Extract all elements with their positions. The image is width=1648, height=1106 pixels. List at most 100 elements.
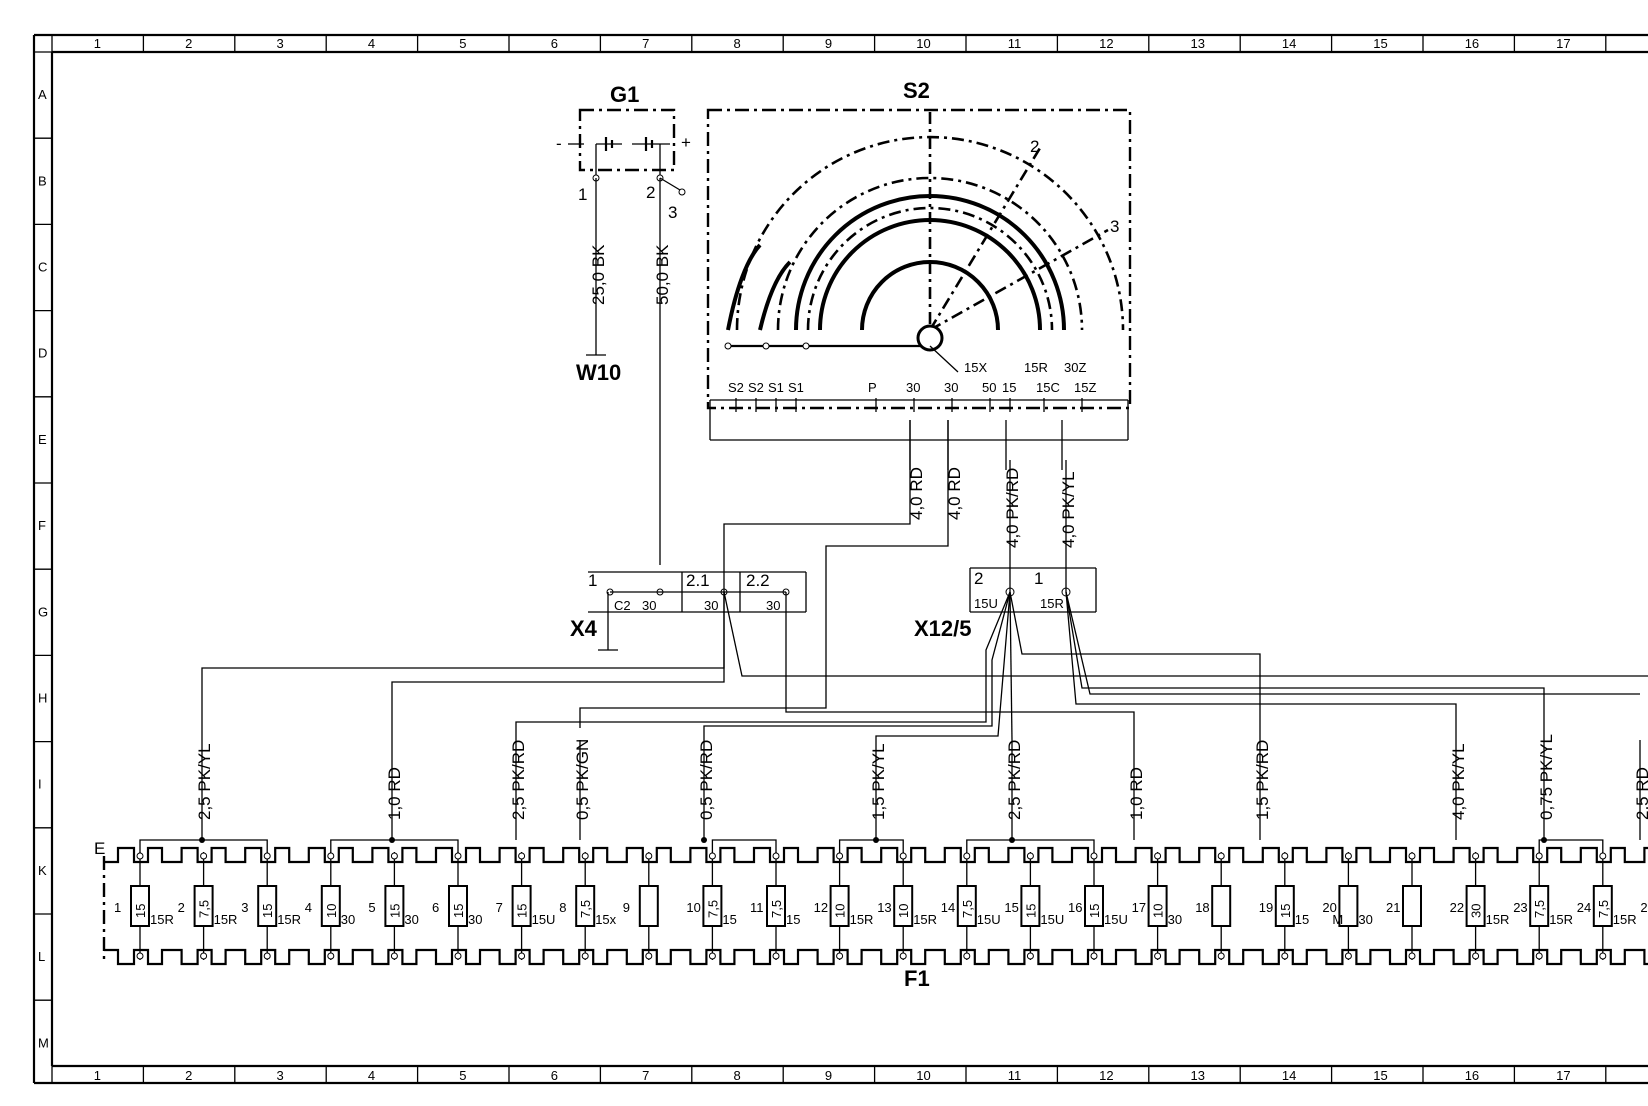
fuse-amp: 10 [1151,904,1166,918]
s2-terminal-top: 15R [1024,360,1048,375]
g1-pin-3: 3 [668,203,677,222]
fuse-terminal: 15 [786,912,800,927]
s2-terminal: 30 [906,380,920,395]
grid-col-bottom: 15 [1373,1068,1387,1083]
fuse-number: 24 [1577,900,1591,915]
grid-row: B [38,173,47,188]
fuse: 2520 [1640,900,1648,915]
fuse-terminal: 15R [850,912,874,927]
grid-col-top: 2 [185,36,192,51]
s2-terminal: P [868,380,877,395]
fuse-amp: 15 [1023,904,1038,918]
g1-plus: + [681,133,691,152]
g1-label: G1 [610,82,639,107]
g1-pin-1: 1 [578,185,587,204]
grid-col-top: 1 [94,36,101,51]
fuse-terminal: 15R [1549,912,1573,927]
s2-wire-label: 4,0 PK/RD [1003,468,1022,548]
x12-label: X12/5 [914,616,972,641]
grid-col-top: 17 [1556,36,1570,51]
grid-col-bottom: 4 [368,1068,375,1083]
s2-wire-label: 4,0 RD [907,467,926,520]
fuse-box-outline [104,846,1648,966]
fuse-wire-label: 0,75 PK/YL [1537,734,1556,820]
connector-x4: 1 2.1 2.2 C2 30 30 30 X4 [570,571,807,651]
fuse-number: 21 [1386,900,1400,915]
grid-col-bottom: 17 [1556,1068,1570,1083]
fuse-number: 19 [1259,900,1273,915]
s2-mark-3: 3 [1110,217,1119,236]
s2-terminal: 50 [982,380,996,395]
fuse-number: 4 [305,900,312,915]
fuse-terminal: 30 [468,912,482,927]
fuse: 21 [1386,852,1422,960]
harness-wires [201,420,1648,741]
x12-15u: 15U [974,596,998,611]
grid-col-bottom: 11 [1008,1068,1022,1083]
fuse-amp: 10 [324,904,339,918]
s2-mark-2: 2 [1030,137,1039,156]
fuse-number: 3 [241,900,248,915]
fuse-wire-label: 1,0 RD [385,767,404,820]
grid-row: C [38,260,47,275]
s2-terminal: 15Z [1074,380,1096,395]
fuse-terminal: 15R [1613,912,1637,927]
fuse-terminal: 15 [722,912,736,927]
s2-terminal: S1 [768,380,784,395]
fuse-terminal: 15U [977,912,1001,927]
grid-row: I [38,777,42,792]
grid-row: E [38,432,47,447]
wire-25bk: 25,0 BK [589,244,608,305]
fuse-number: 15 [1004,900,1018,915]
fuse-terminal: 15R [913,912,937,927]
x4-pin-1: 1 [588,571,597,590]
fuse-number: 13 [877,900,891,915]
grid-col-top: 3 [277,36,284,51]
fuse-amp: 7,5 [705,900,720,918]
x4-30a: 30 [642,598,656,613]
fuse-wire-label: 1,5 PK/RD [1253,740,1272,820]
fuse-number: 25 [1640,900,1648,915]
fuse-number: 14 [941,900,955,915]
fuse-terminal: 30 [341,912,355,927]
fuse-amp: 15 [451,904,466,918]
fuse-terminal: 15U [532,912,556,927]
fuse-terminal: 15x [595,912,616,927]
grid-col-top: 13 [1191,36,1205,51]
s2-wire-label: 4,0 PK/YL [1059,471,1078,548]
grid-col-bottom: 2 [185,1068,192,1083]
fuse-wire-label: 1,5 PK/YL [869,743,888,820]
grid-col-top: 8 [734,36,741,51]
fuse-terminal: 15U [1040,912,1064,927]
grid-col-top: 5 [459,36,466,51]
fuse-amp: 7,5 [960,900,975,918]
fuse-wire-label: 2,5 PK/RD [509,740,528,820]
grid-row: L [38,949,45,964]
grid-col-bottom: 9 [825,1068,832,1083]
fuse-amp: 7,5 [1532,900,1547,918]
fuse-terminal: 15U [1104,912,1128,927]
grid-row: D [38,346,47,361]
grid-col-bottom: 5 [459,1068,466,1083]
grid-row: M [38,1035,49,1050]
grid-col-bottom: 12 [1099,1068,1113,1083]
fuse-number: 2 [178,900,185,915]
battery-g1: G1 - + 1 2 3 25,0 BK 50,0 BK W10 [556,82,691,565]
